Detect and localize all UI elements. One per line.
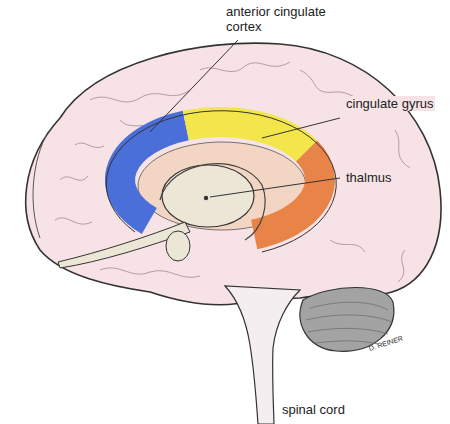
cerebrum-outline bbox=[26, 43, 441, 304]
leader-line bbox=[150, 40, 238, 132]
region-label: cingulate gyrus bbox=[344, 96, 435, 111]
thalamus bbox=[162, 165, 254, 227]
tract bbox=[58, 222, 190, 268]
thalamus-dot bbox=[204, 196, 208, 200]
region-label: spinal cord bbox=[280, 402, 347, 417]
cingulate-outline bbox=[106, 111, 336, 252]
cerebellum-folia bbox=[306, 302, 392, 344]
gyri bbox=[55, 62, 410, 282]
region-label: thalmus bbox=[344, 170, 394, 185]
leader-line bbox=[210, 178, 340, 197]
region-label: anterior cingulate cortex bbox=[224, 4, 348, 34]
frontal-contour bbox=[33, 132, 48, 238]
bulb bbox=[166, 231, 190, 261]
artist-signature: D. REINER bbox=[366, 334, 406, 354]
cingulate-yellow bbox=[186, 122, 307, 151]
leader-line bbox=[262, 118, 340, 138]
